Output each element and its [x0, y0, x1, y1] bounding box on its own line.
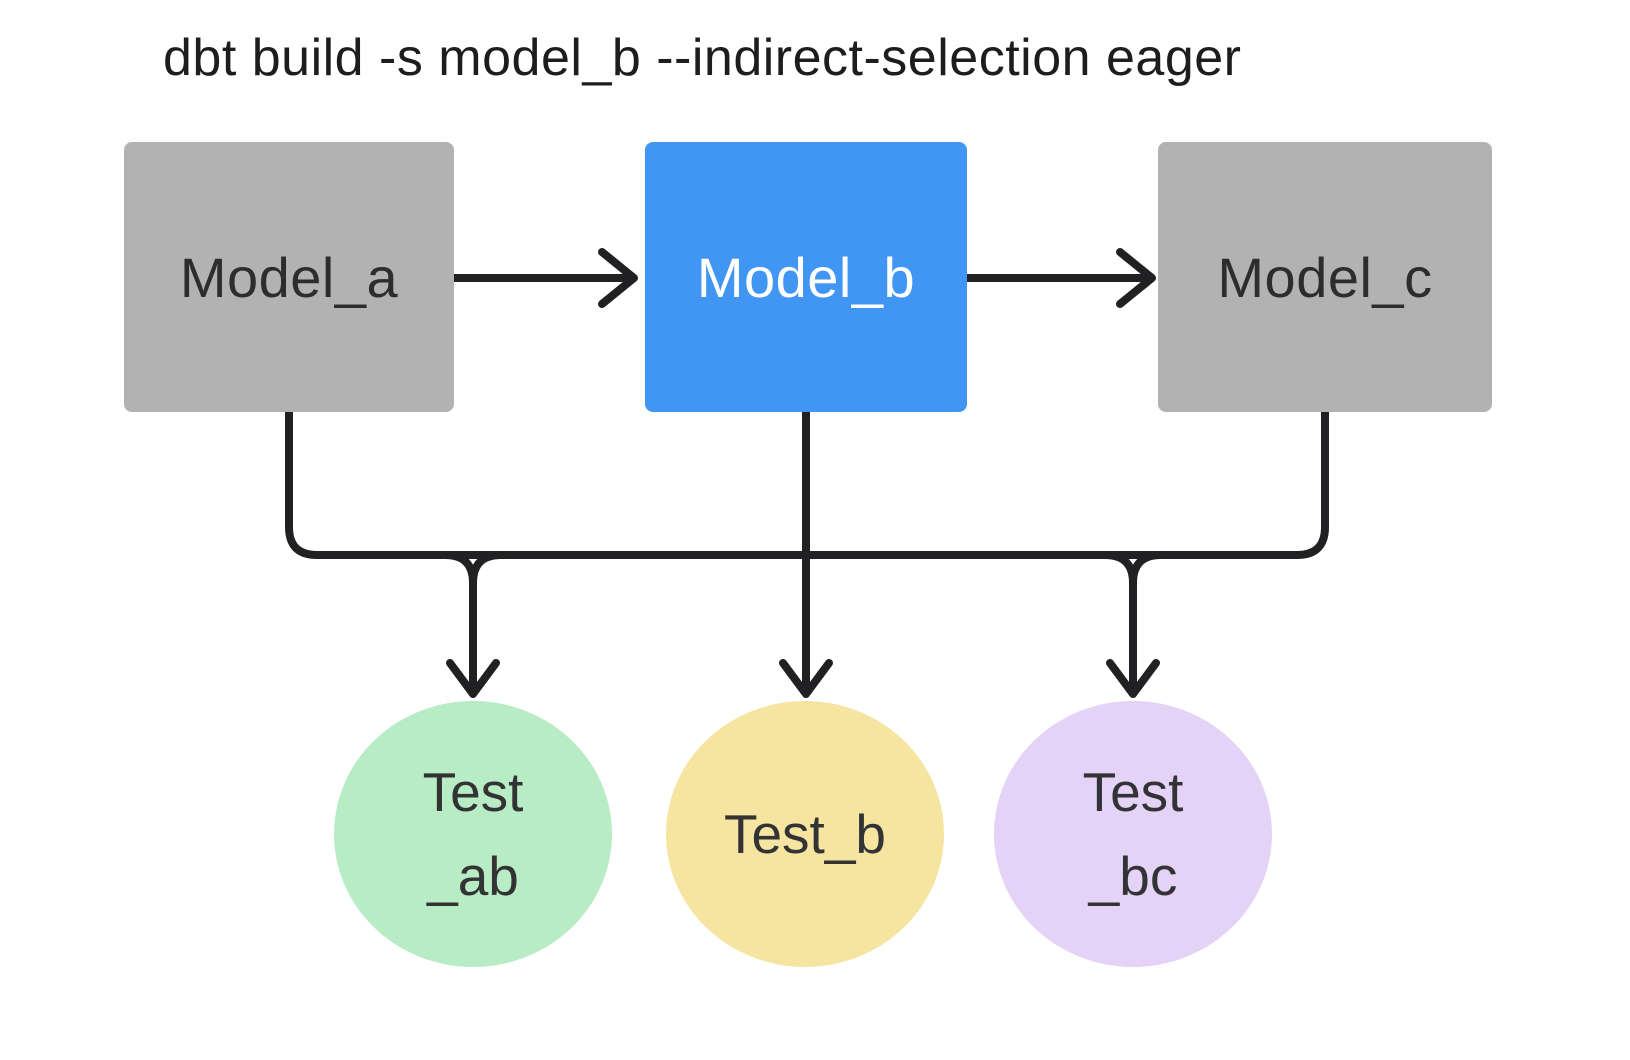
- node-test-bc-label-line1: Test: [1082, 761, 1184, 823]
- arrowhead-test-ab-icon: [446, 659, 500, 698]
- node-test-ab-label-line1: Test: [422, 761, 524, 823]
- edge-drop-test-bc-right-fillet: [1129, 551, 1165, 587]
- node-model-c-label: Model_c: [1217, 245, 1433, 309]
- arrowhead-model-b-icon: [598, 248, 638, 308]
- node-test-bc-label-line2: _bc: [1088, 845, 1178, 907]
- node-model-a: Model_a: [124, 142, 454, 412]
- node-test-ab-label-line2: _ab: [427, 845, 519, 907]
- node-test-b-label: Test_b: [723, 803, 887, 865]
- node-test-b: Test_b: [666, 701, 944, 967]
- arrowhead-test-b-icon: [779, 659, 833, 698]
- node-test-ab: Test _ab: [334, 701, 612, 967]
- node-model-a-label: Model_a: [179, 245, 399, 309]
- arrowhead-model-c-icon: [1116, 248, 1156, 308]
- arrowhead-test-bc-icon: [1106, 659, 1160, 698]
- node-model-c: Model_c: [1158, 142, 1492, 412]
- node-model-b: Model_b: [645, 142, 967, 412]
- node-test-bc: Test _bc: [994, 701, 1272, 967]
- diagram-title: dbt build -s model_b --indirect-selectio…: [163, 29, 1242, 87]
- node-model-b-label: Model_b: [696, 245, 916, 309]
- edge-drop-test-ab-right-fillet: [469, 551, 505, 587]
